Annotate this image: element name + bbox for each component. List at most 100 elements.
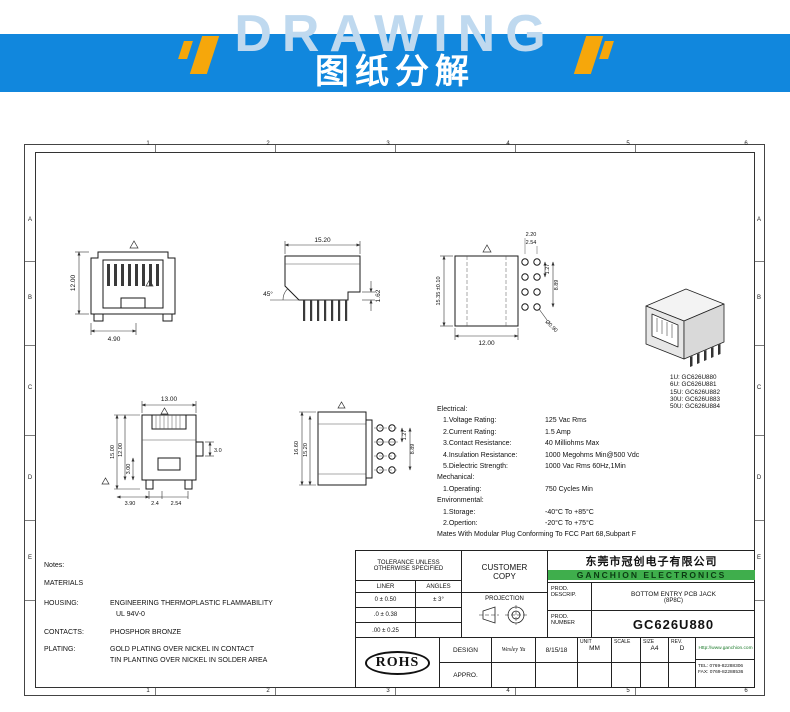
- spec-row: 4.Insulation Resistance:1000 Megohms Min…: [437, 450, 709, 461]
- part-number-item: 30U: GC626U883: [670, 395, 721, 403]
- dimension-label: 15.20: [314, 237, 331, 244]
- dimension-label: 12.00: [118, 443, 124, 457]
- dimension-label: 16.60: [294, 441, 300, 455]
- revision-triangle-icon: [482, 244, 492, 253]
- spec-label: 3.Contact Resistance:: [443, 440, 512, 448]
- grid-ref-label: 2: [266, 688, 270, 694]
- liner-header: LINER: [356, 581, 416, 593]
- drawing-linework: 12.00 4.90 15.20 45° 1.62: [24, 144, 765, 696]
- grid-ref-label: 3: [386, 141, 390, 147]
- dimension-label: 45°: [263, 290, 273, 298]
- spec-label: 5.Dielectric Strength:: [443, 463, 508, 471]
- customer-copy-line1: CUSTOMER: [481, 562, 528, 572]
- spec-value: 1000 Megohms Min@500 Vdc: [545, 451, 640, 459]
- spec-row: 1.Storage:-40°C To +85°C: [437, 507, 709, 518]
- unit-cell-empty: [578, 663, 612, 688]
- dimension-label: 2.54: [171, 501, 182, 507]
- front-view-dimensioned: 13.00 15.00 12.00 3.00 3.90 2.4 2.54 3.0: [101, 396, 222, 507]
- dimension-label: 15.00: [110, 445, 116, 459]
- part-number-item: 6U: GC626U881: [670, 381, 717, 389]
- spec-label: 2.Opertion:: [443, 520, 478, 528]
- company-tel: TEL: 0769-82288306: [698, 664, 744, 669]
- rev-cell-empty: [669, 663, 696, 688]
- prod-descrip-label: PROD. DESCRIP.: [548, 583, 592, 611]
- spec-value: 1000 Vac Rms 60Hz,1Min: [545, 463, 626, 471]
- rohs-logo: ROHS: [364, 651, 431, 675]
- title-block: TOLERANCE UNLESS OTHERWISE SPECIFIED LIN…: [355, 550, 755, 688]
- spec-label: 1.Storage:: [443, 508, 476, 516]
- number-label: NUMBER: [551, 620, 575, 626]
- spec-value: -20°C To +75°C: [545, 520, 594, 528]
- product-description-2: (8P8C): [663, 597, 683, 604]
- part-number-item: 50U: GC626U884: [670, 403, 721, 411]
- dimension-label: 12.00: [70, 274, 77, 291]
- spec-label: 1.Operating:: [443, 485, 482, 493]
- contacts-label: CONTACTS:: [44, 629, 84, 636]
- dimension-label: 3.90: [125, 501, 136, 507]
- unit-cell: UNIT MM: [578, 638, 612, 663]
- projection-cell: PROJECTION: [462, 593, 548, 638]
- hole-callout-label: Ø0.90: [544, 319, 559, 334]
- spec-row: 1.Voltage Rating:125 Vac Rms: [437, 415, 709, 426]
- side-view: 15.20 45° 1.62: [263, 237, 382, 321]
- housing-label: HOUSING:: [44, 600, 79, 607]
- revision-triangle-icon: [160, 407, 169, 415]
- prod-label: PROD.: [551, 614, 569, 620]
- spec-section-title: Environmental:: [437, 497, 484, 505]
- appro-label-cell: APPRO.: [440, 663, 492, 688]
- page-title: 图纸分解: [315, 53, 475, 91]
- company-cell: 东莞市冠创电子有限公司 GANCHION ELECTRONICS: [548, 551, 755, 583]
- third-angle-projection-icon: [478, 605, 527, 625]
- contacts-value: PHOSPHOR BRONZE: [110, 629, 182, 636]
- company-name-cn: 东莞市冠创电子有限公司: [585, 556, 718, 568]
- dimension-label: 2.4: [151, 501, 159, 507]
- dimension-label: 1.27: [402, 430, 408, 441]
- grid-ref-label: C: [756, 385, 762, 391]
- footprint-view: 15.35 ±0.10 12.00 2.20 2.54 1.27 8.89 Ø0…: [436, 232, 560, 347]
- specifications: Electrical: 1.Voltage Rating:125 Vac Rms…: [437, 404, 709, 541]
- solder-pins: [690, 344, 721, 367]
- tolerance-title: TOLERANCE UNLESS OTHERWISE SPECIFIED: [356, 551, 462, 581]
- housing-value: ENGINEERING THERMOPLASTIC FLAMMABILITY: [110, 600, 273, 607]
- prod-descrip-cell: PROD. DESCRIP. BOTTOM ENTRY PCB JACK (8P…: [548, 583, 755, 611]
- design-label-cell: DESIGN: [440, 638, 492, 663]
- dimension-label: 3.00: [126, 464, 132, 475]
- grid-ref-label: B: [756, 295, 761, 301]
- customer-copy: CUSTOMER COPY: [462, 551, 548, 593]
- prod-descrip-value: BOTTOM ENTRY PCB JACK (8P8C): [592, 583, 755, 611]
- dimension-label: 2.54: [526, 240, 537, 246]
- front-view: 12.00 4.90: [70, 240, 176, 343]
- size-label: SIZE: [643, 639, 655, 645]
- dimension-label: 8.89: [410, 444, 416, 455]
- grid-ref-label: 5: [626, 141, 630, 147]
- materials-heading: MATERIALS: [44, 580, 84, 587]
- angle-tolerance: ± 3°: [416, 593, 461, 608]
- spec-row: 2.Opertion: -20°C To +75°C: [437, 518, 709, 529]
- prod-number-cell: PROD. NUMBER GC626U880: [548, 611, 755, 638]
- housing-value-2: UL 94V-0: [116, 611, 145, 618]
- drawing-sheet: 12.00 4.90 15.20 45° 1.62: [18, 140, 770, 700]
- customer-copy-line2: COPY: [493, 571, 516, 581]
- spec-value: 40 Milliohms Max: [545, 440, 600, 448]
- dimension-label: 13.00: [161, 396, 178, 403]
- prod-number-label: PROD. NUMBER: [548, 611, 592, 638]
- dimension-label: 8.89: [554, 280, 560, 291]
- spec-value: 1.5 Amp: [545, 428, 571, 436]
- notes-block: Notes: MATERIALS HOUSING: ENGINEERING TH…: [42, 556, 352, 686]
- notes-title: Notes:: [44, 562, 65, 569]
- part-number-item: 15U: GC626U882: [670, 388, 721, 396]
- grid-ref-label: B: [27, 295, 32, 301]
- spec-section-title: Mechanical:: [437, 474, 475, 482]
- grid-ref-label: 5: [626, 688, 630, 694]
- grid-ref-label: 1: [146, 688, 150, 694]
- spec-label: 1.Voltage Rating:: [443, 417, 497, 425]
- plating-value: GOLD PLATING OVER NICKEL IN CONTACT: [110, 646, 255, 653]
- tolerance-table: LINER ANGLES 0 ± 0.50 ± 3° .0 ± 0.38 .00…: [356, 581, 462, 638]
- header-banner: [0, 34, 790, 92]
- appro-date-cell: [536, 663, 578, 688]
- prod-label: PROD.: [551, 586, 569, 592]
- grid-ref-label: 4: [506, 141, 510, 147]
- grid-ref-label: 2: [266, 141, 270, 147]
- tolerance-row: .0 ± 0.38: [356, 608, 416, 623]
- designer-name-cell: Wesley Yu: [492, 638, 536, 663]
